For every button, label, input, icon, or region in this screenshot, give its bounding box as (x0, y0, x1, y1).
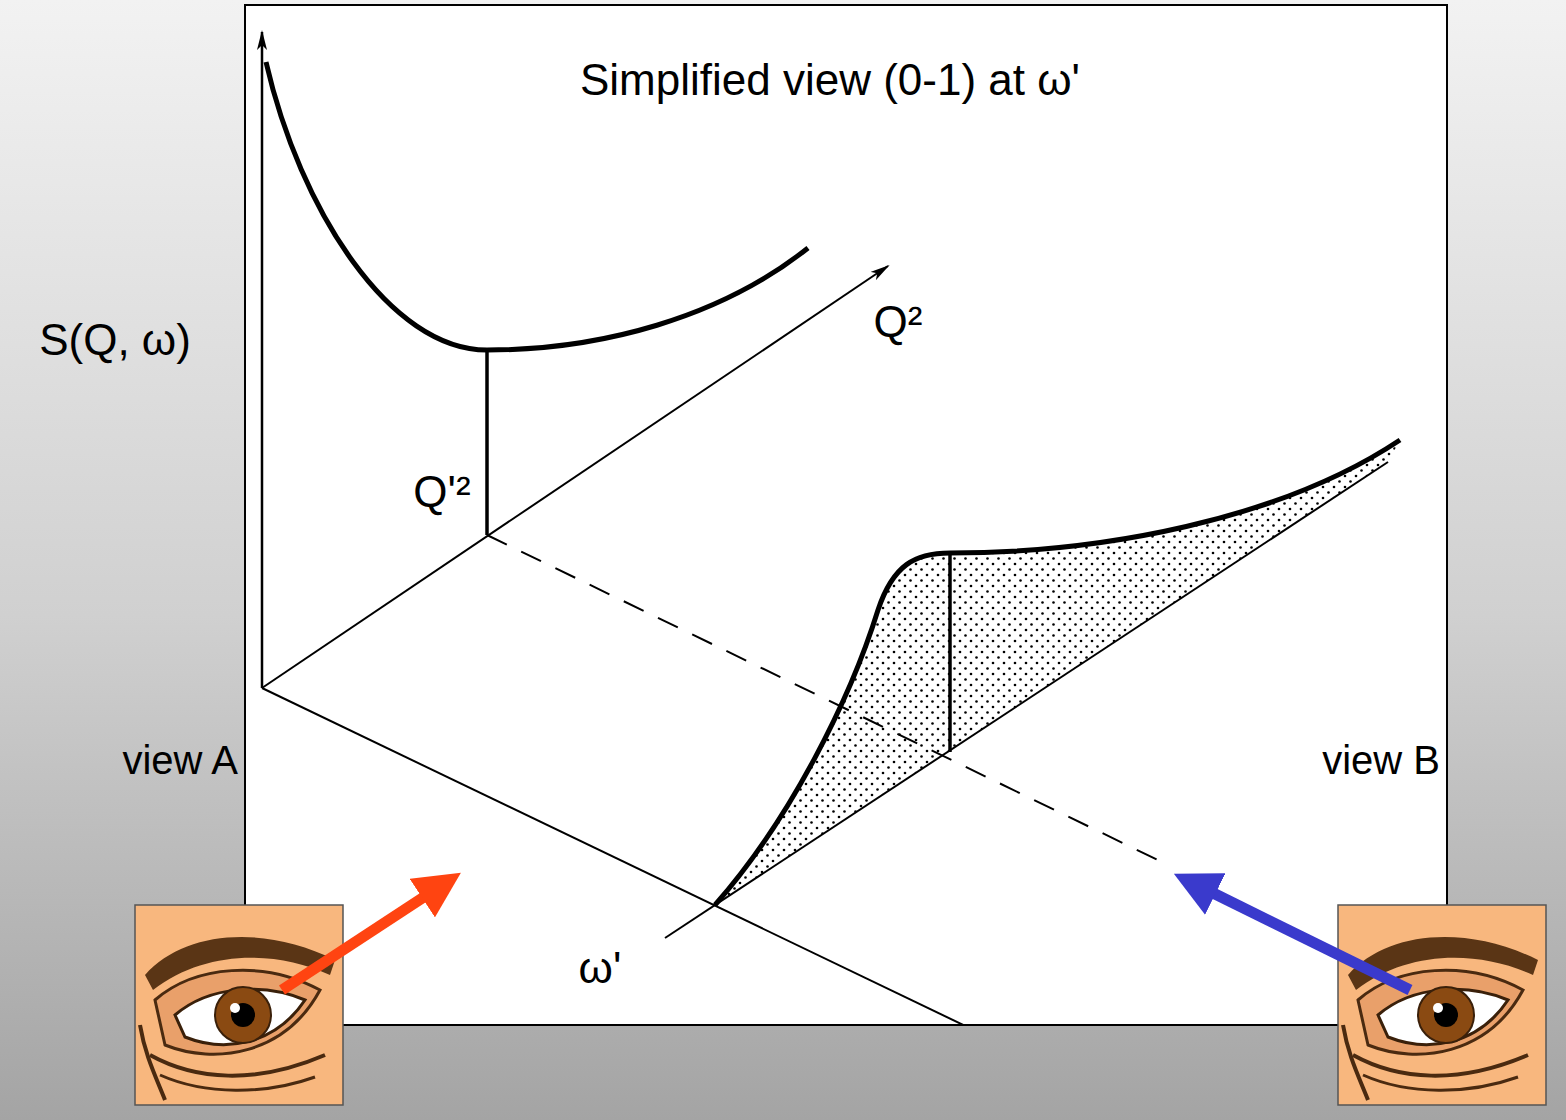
s-axis (261, 32, 264, 688)
view-label: view B (1322, 737, 1440, 783)
axis-label: Q'² (413, 467, 470, 518)
axis-label: S(Q, ω) (39, 315, 191, 366)
eye-icon (1338, 905, 1546, 1105)
drop-line (485, 350, 489, 535)
view-arrow (1207, 890, 1410, 990)
q-axis (262, 266, 888, 688)
dotted-area (715, 440, 1400, 905)
view-label: view A (122, 737, 238, 783)
view-arrow (282, 893, 430, 990)
plot-lines (262, 32, 1400, 1025)
plot-frame (245, 5, 1447, 1025)
axis-label: Q² (874, 297, 923, 348)
q-line-omega (665, 462, 1388, 938)
axis-label: ω' (579, 943, 622, 994)
drop-line (948, 553, 952, 752)
eye-icon (135, 905, 343, 1105)
title: Simplified view (0-1) at ω' (580, 55, 1080, 106)
back-curve (266, 62, 808, 350)
front-curve (715, 440, 1400, 905)
